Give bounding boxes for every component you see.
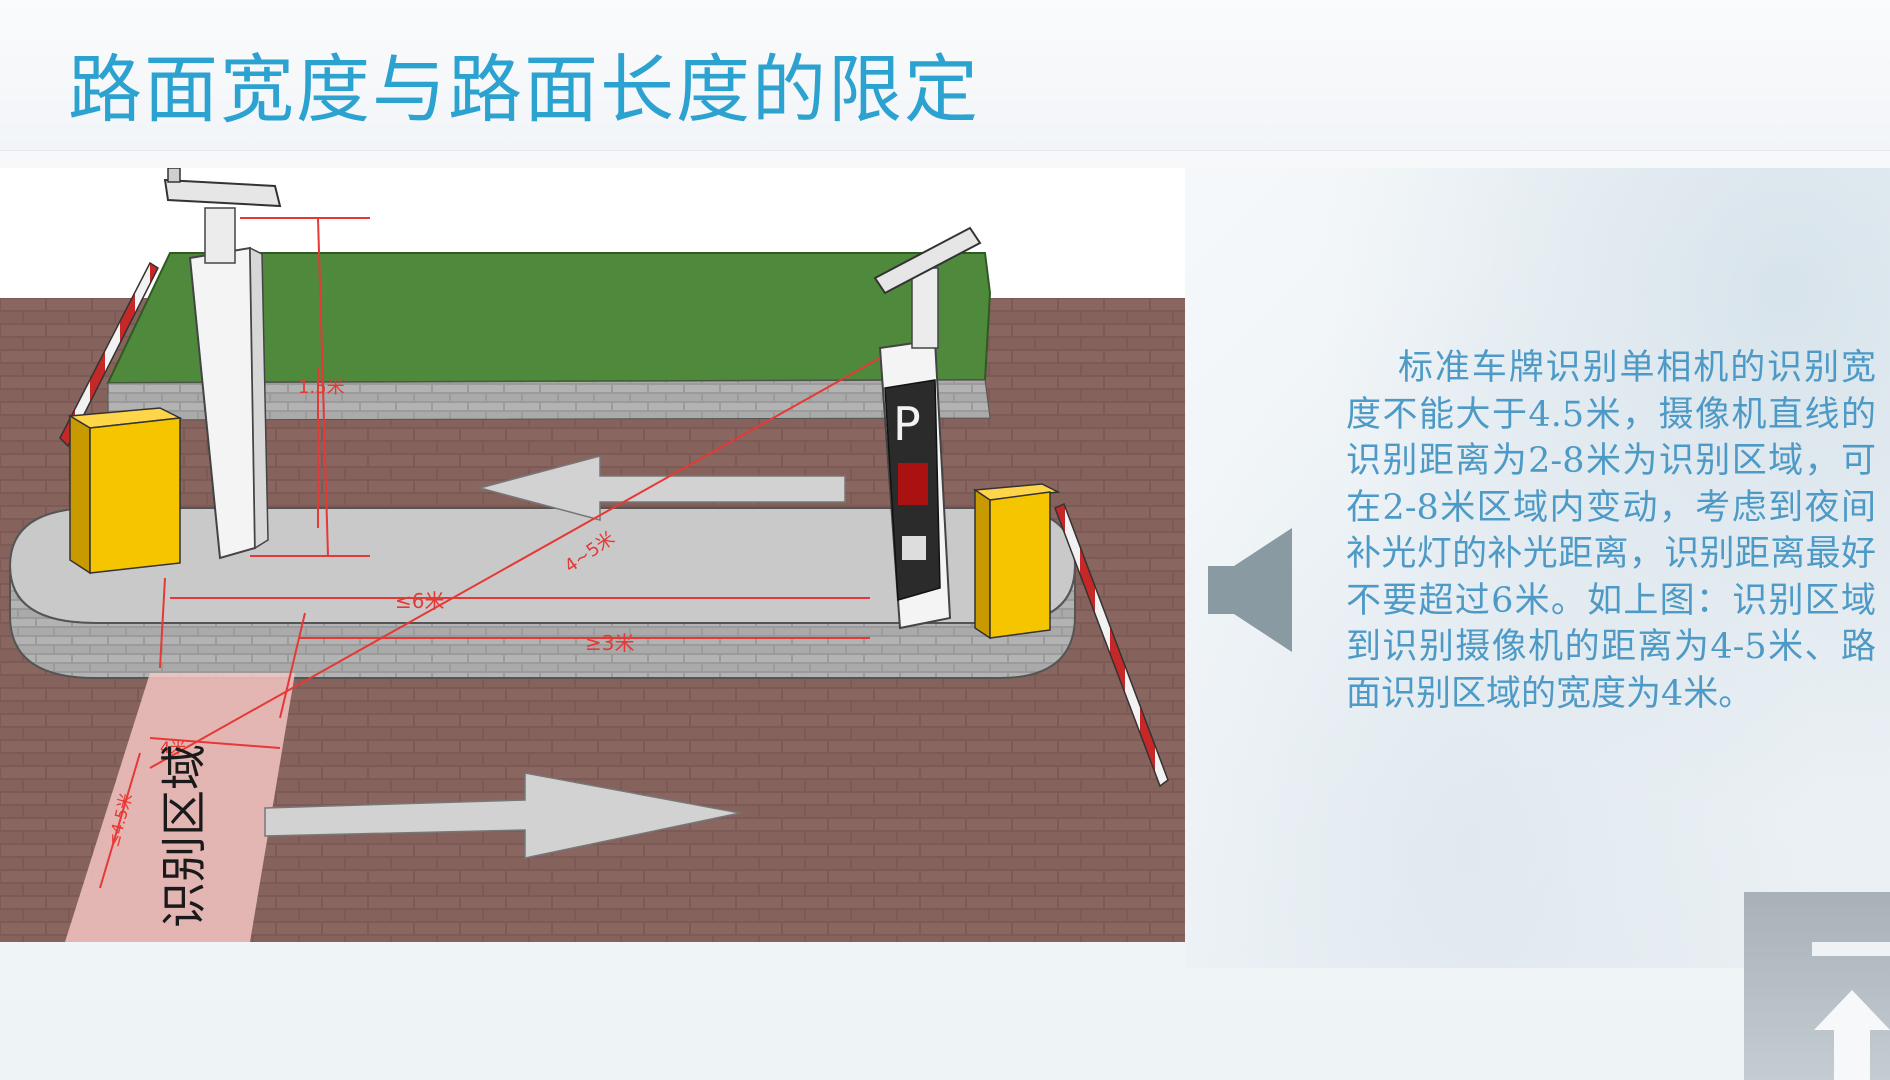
arrow-left xyxy=(477,455,846,521)
arrow-right xyxy=(264,772,741,859)
page-title: 路面宽度与路面长度的限定 xyxy=(68,47,980,133)
grass-island xyxy=(106,252,992,385)
dimension-lines xyxy=(99,217,881,889)
description-text: 标准车牌识别单相机的识别宽度不能大于4.5米，摄像机直线的识别距离为2-8米为识… xyxy=(1346,348,1876,714)
recognition-zone xyxy=(65,673,295,942)
right-panel-background xyxy=(1186,168,1890,968)
parking-sign: P xyxy=(893,397,921,451)
left-barrier-arm xyxy=(59,261,159,448)
back-wall xyxy=(107,379,991,421)
label-zone-width: 4米 xyxy=(160,738,186,757)
label-max-length: ≤6米 xyxy=(395,589,444,613)
left-gate-box xyxy=(89,417,181,574)
label-min-length: ≥3米 xyxy=(585,631,634,655)
arrow-up-icon[interactable] xyxy=(1744,892,1890,1080)
label-camera-height: 1.5米 xyxy=(298,377,345,398)
title-band xyxy=(0,0,1890,151)
parking-gate-diagram: P 1.5米 4~5米 ≤6米 ≥3米 4米 ≤4.5米 识别区域 xyxy=(0,168,1185,942)
qr-code xyxy=(902,536,926,560)
right-barrier-arm xyxy=(1054,502,1169,788)
right-gate-box-side xyxy=(974,488,991,640)
diagram-illustration: P 1.5米 4~5米 ≤6米 ≥3米 4米 ≤4.5米 识别区域 xyxy=(0,168,1185,942)
right-camera xyxy=(873,226,982,295)
central-island-wall xyxy=(9,565,1076,679)
left-camera xyxy=(163,178,282,208)
label-recognition-zone: 识别区域 xyxy=(157,744,211,928)
led-display xyxy=(898,463,928,505)
speaker-icon[interactable] xyxy=(1208,528,1292,652)
left-gate-box-side xyxy=(69,414,91,575)
right-gate-box xyxy=(989,491,1051,639)
